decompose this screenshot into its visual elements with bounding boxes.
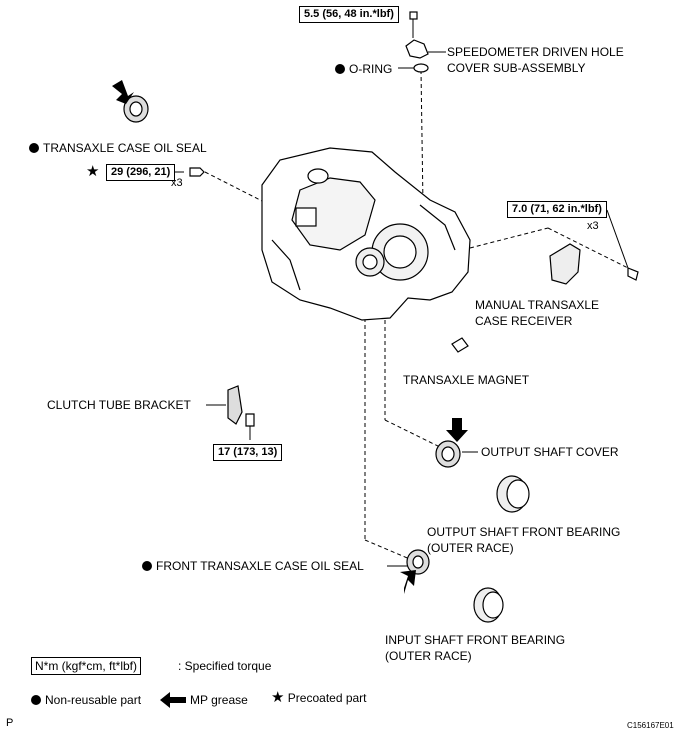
transaxle-case-drawing [261, 147, 471, 321]
label-output-bearing-2: (OUTER RACE) [427, 541, 514, 555]
input-bearing-part [473, 587, 504, 623]
qty-case-bolt: x3 [171, 177, 183, 189]
o-ring-part [413, 63, 429, 73]
output-bearing-part [496, 475, 530, 513]
non-reusable-dot-icon [335, 64, 345, 74]
case-oil-seal-part [123, 95, 149, 123]
legend-torque-box: N*m (kgf*cm, ft*lbf) [31, 657, 142, 675]
label-case-oil-seal: TRANSAXLE CASE OIL SEAL [29, 141, 207, 155]
legend-precoated: ★ Precoated part [271, 689, 367, 706]
precoated-star-icon: ★ [271, 689, 285, 706]
label-input-bearing-1: INPUT SHAFT FRONT BEARING [385, 633, 566, 647]
torque-speedometer: 5.5 (56, 48 in.*lbf) [299, 6, 399, 23]
non-reusable-dot-icon [31, 695, 41, 705]
footer-left: P [6, 717, 14, 729]
label-receiver-2: CASE RECEIVER [475, 314, 573, 328]
label-output-bearing-1: OUTPUT SHAFT FRONT BEARING [427, 525, 621, 539]
precoated-star-icon: ★ [86, 163, 100, 180]
legend-arrow-icon [160, 692, 186, 708]
label-speedometer-2: COVER SUB-ASSEMBLY [447, 61, 586, 75]
non-reusable-dot-icon [29, 143, 39, 153]
figure-code: C156167E01 [627, 721, 674, 730]
clutch-tube-bracket-part [227, 385, 243, 425]
label-front-seal: FRONT TRANSAXLE CASE OIL SEAL [142, 559, 364, 573]
label-output-cover: OUTPUT SHAFT COVER [481, 445, 619, 459]
magnet-part [451, 337, 469, 353]
non-reusable-dot-icon [142, 561, 152, 571]
speedometer-cover-part [405, 39, 429, 59]
torque-case-bolt: 29 (296, 21) [106, 164, 176, 181]
torque-receiver-bolt: 7.0 (71, 62 in.*lbf) [507, 201, 607, 218]
label-clutch-bracket: CLUTCH TUBE BRACKET [47, 398, 191, 412]
qty-receiver-bolt: x3 [587, 220, 599, 232]
label-receiver-1: MANUAL TRANSAXLE [475, 298, 600, 312]
label-magnet: TRANSAXLE MAGNET [403, 373, 530, 387]
legend-mp-grease: MP grease [190, 693, 248, 707]
legend-torque-text: : Specified torque [178, 659, 272, 673]
label-input-bearing-2: (OUTER RACE) [385, 649, 472, 663]
torque-bracket-bolt: 17 (173, 13) [213, 444, 283, 461]
case-receiver-part [549, 243, 581, 285]
front-seal-part [406, 549, 430, 575]
label-speedometer-1: SPEEDOMETER DRIVEN HOLE [447, 45, 624, 59]
legend-non-reusable: Non-reusable part [31, 693, 141, 707]
output-shaft-cover-part [435, 440, 461, 468]
label-o-ring: O-RING [335, 62, 392, 76]
grease-arrows [112, 80, 468, 594]
